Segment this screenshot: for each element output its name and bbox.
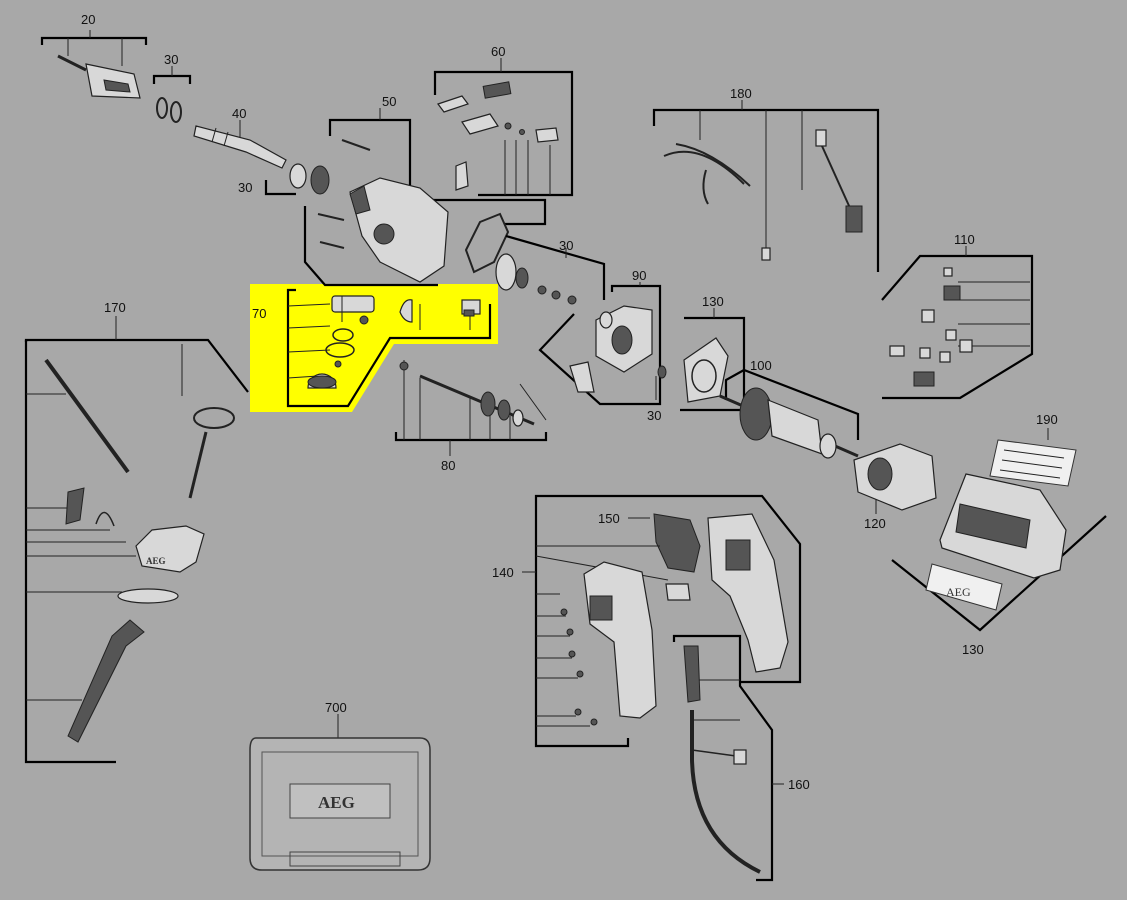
guard-brand-logo: AEG [146,556,166,566]
part-half-sleeve[interactable] [399,299,413,323]
part-switch-levers[interactable] [437,81,559,191]
part-spindle[interactable] [193,125,287,169]
part-wire-harness[interactable] [663,143,771,261]
callout-70[interactable]: 70 [252,306,266,321]
callout-30-top[interactable]: 30 [164,52,178,67]
part-gear-shaft[interactable] [399,361,535,427]
part-trigger[interactable] [65,487,115,527]
part-armature[interactable] [719,387,859,459]
part-switch[interactable] [653,513,701,601]
part-flange-plate[interactable] [569,305,653,393]
callout-190[interactable]: 190 [1036,412,1058,427]
callout-60[interactable]: 60 [491,44,505,59]
callout-130-top[interactable]: 130 [702,294,724,309]
callout-700[interactable]: 700 [325,700,347,715]
callout-20[interactable]: 20 [81,12,95,27]
callout-150[interactable]: 150 [598,511,620,526]
part-gasket[interactable] [464,212,510,274]
part-power-cable[interactable] [683,645,761,874]
part-clip[interactable] [461,299,481,317]
callout-90[interactable]: 90 [632,268,646,283]
callout-40[interactable]: 40 [232,106,246,121]
callout-120[interactable]: 120 [864,516,886,531]
callout-30-washer[interactable]: 30 [647,408,661,423]
callout-140[interactable]: 140 [492,565,514,580]
bracket-70 [286,288,492,408]
callout-30-bearing[interactable]: 30 [238,180,252,195]
callout-170[interactable]: 170 [104,300,126,315]
part-seal-ring[interactable] [325,328,355,358]
callout-180[interactable]: 180 [730,86,752,101]
part-fan-baffle[interactable] [683,337,729,403]
part-ball-cap[interactable] [307,360,342,389]
callout-50[interactable]: 50 [382,94,396,109]
part-gear-housing[interactable] [317,139,449,283]
part-carry-case[interactable]: AEG [249,737,431,871]
housing-brand-logo: AEG [946,585,971,599]
callout-100[interactable]: 100 [750,358,772,373]
part-rating-label[interactable] [989,439,1077,487]
callout-80[interactable]: 80 [441,458,455,473]
callout-130-bottom[interactable]: 130 [962,642,984,657]
part-piston-assembly[interactable] [331,295,375,325]
part-handle-clamp[interactable] [188,407,235,499]
part-handle-half-right[interactable] [707,513,789,673]
part-cable-lead[interactable] [815,129,863,233]
part-depth-gauge-rod[interactable] [44,358,130,474]
part-side-handle[interactable] [67,619,145,743]
part-brush-holders[interactable] [889,267,973,387]
part-screws[interactable] [560,608,598,726]
part-motor-housing[interactable]: AEG [925,473,1067,611]
part-chuck[interactable] [57,54,141,99]
part-washer[interactable] [657,365,667,379]
callout-160[interactable]: 160 [788,777,810,792]
callout-30-gear[interactable]: 30 [559,238,573,253]
part-intermediate-gears[interactable] [495,253,577,305]
part-guard-bracket[interactable]: AEG [135,525,205,573]
part-handle-half-left[interactable] [583,561,657,719]
part-disc[interactable] [117,588,179,604]
callout-110[interactable]: 110 [954,232,975,247]
part-retaining-rings[interactable] [156,97,182,123]
case-brand-logo: AEG [318,793,355,812]
part-field-stator[interactable] [853,443,937,511]
part-bearings[interactable] [289,163,330,195]
